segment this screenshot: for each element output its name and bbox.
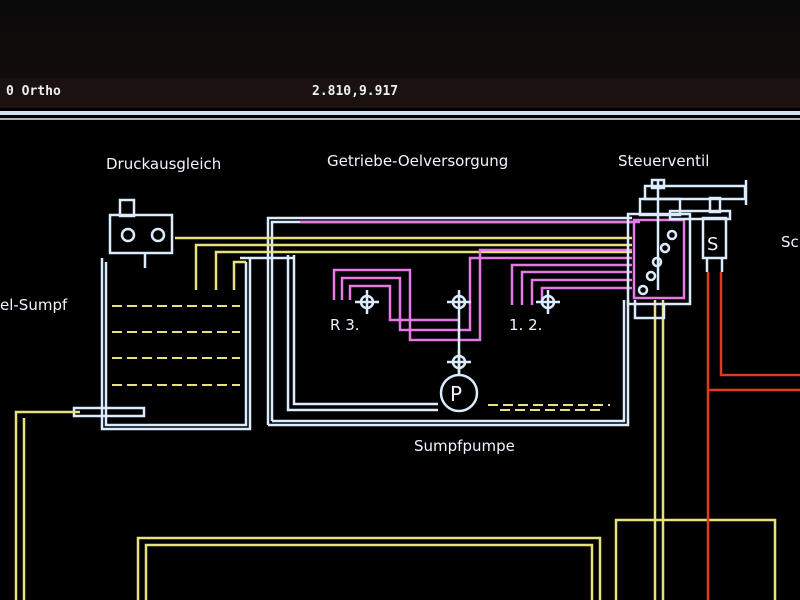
supply-lines xyxy=(14,236,777,600)
control-lines xyxy=(300,220,640,342)
status-bar: 0 Ortho 2.810,9.917 xyxy=(0,78,800,108)
separator-line xyxy=(0,111,800,115)
label-steuerventil: Steuerventil xyxy=(618,152,709,170)
label-sumpfpumpe: Sumpfpumpe xyxy=(414,437,515,455)
control-valve[interactable] xyxy=(626,178,748,320)
solenoid: S xyxy=(668,196,732,272)
pump-symbol: P xyxy=(450,382,462,406)
pressure-compensator xyxy=(108,198,174,268)
sump-pump: P xyxy=(439,373,479,413)
label-sumpf: el-Sumpf xyxy=(0,296,68,314)
label-oelversorgung: Getriebe-Oelversorgung xyxy=(327,152,508,170)
label-r3: R 3. xyxy=(330,316,360,334)
solenoid-symbol: S xyxy=(707,234,718,255)
electrical-lines xyxy=(706,272,800,600)
measurement-points xyxy=(355,290,560,375)
separator-line xyxy=(0,118,800,120)
label-cut: Sc xyxy=(781,233,799,251)
label-druckausgleich: Druckausgleich xyxy=(106,155,221,173)
sump-tank xyxy=(72,258,252,431)
monitor-bezel xyxy=(0,0,800,80)
label-gears-12: 1. 2. xyxy=(509,316,542,334)
coordinate-readout: 2.810,9.917 xyxy=(312,84,399,99)
ortho-mode-indicator[interactable]: 0 Ortho xyxy=(6,84,61,99)
